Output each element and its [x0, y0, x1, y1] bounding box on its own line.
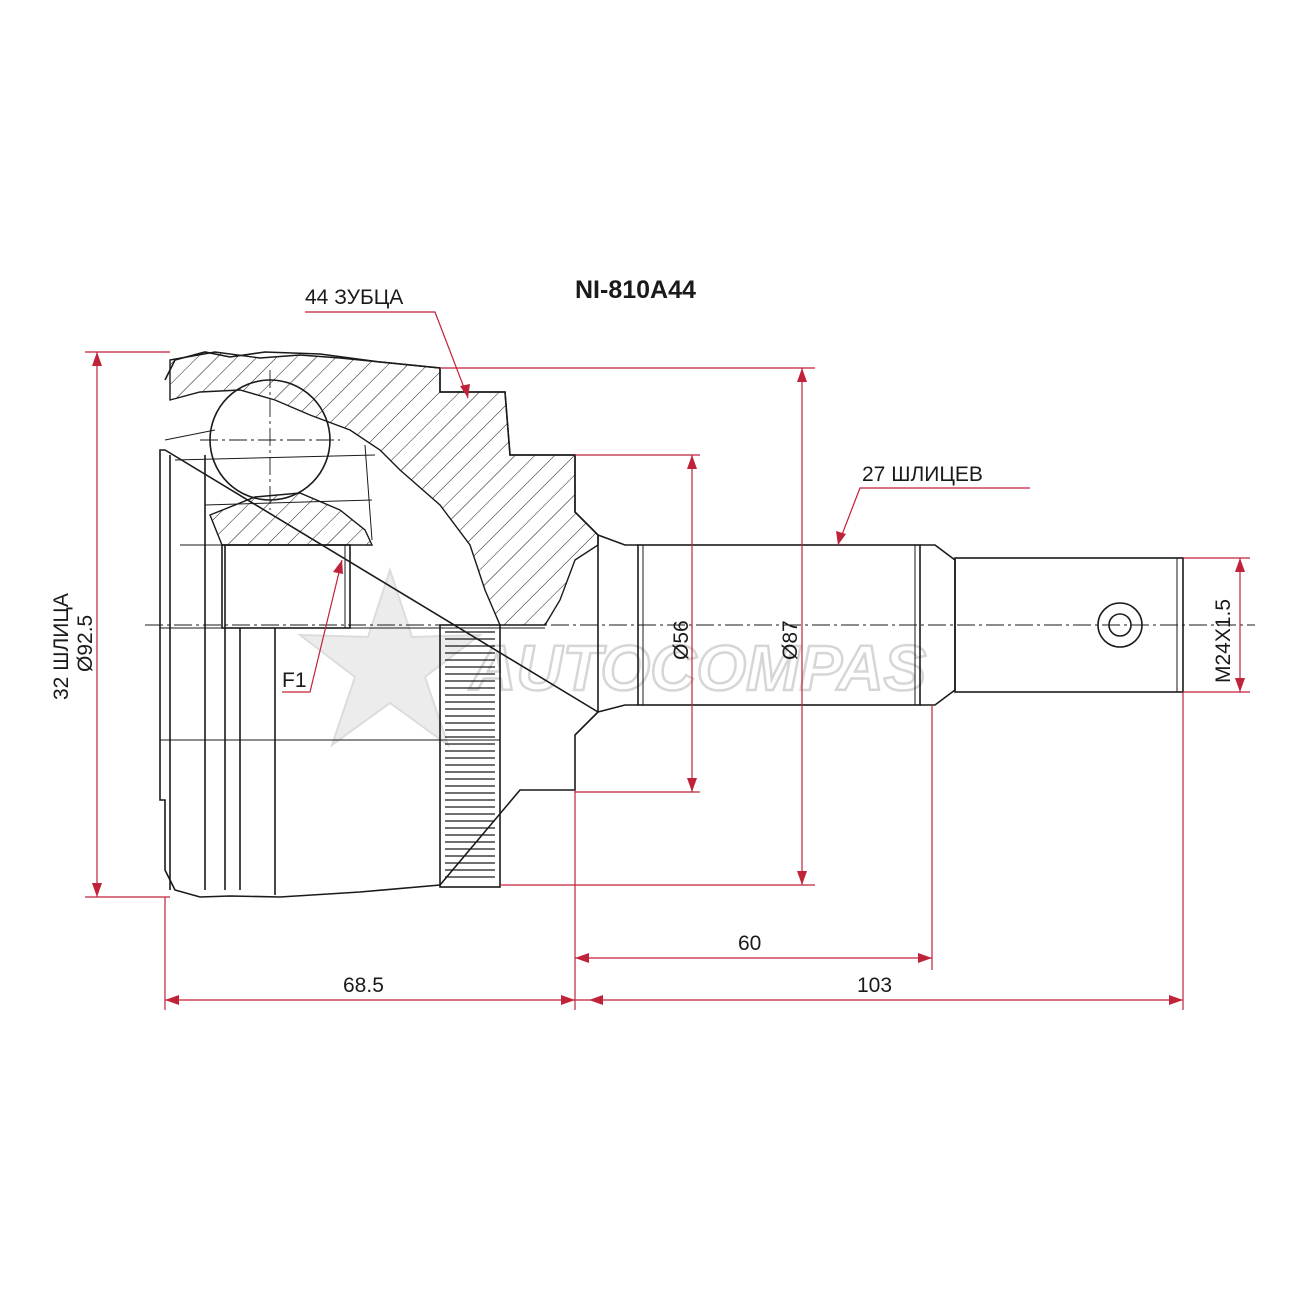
housing-outline	[159, 351, 600, 898]
label-dim-68-5: 68.5	[343, 974, 384, 997]
label-teeth: 44 ЗУБЦА	[305, 286, 403, 309]
thread-section	[954, 557, 1184, 693]
part-number-title: NI-810A44	[575, 276, 696, 304]
dimensions	[85, 311, 1250, 1010]
inner-race-bore	[221, 544, 351, 629]
label-dim-60: 60	[738, 932, 761, 955]
ball-bearing	[200, 370, 340, 510]
outer-housing	[159, 351, 600, 898]
cage-top-line	[164, 429, 216, 441]
label-d56: Ø56	[670, 620, 693, 660]
watermark: AUTOCOMPAS	[296, 566, 928, 748]
label-dim-103: 103	[857, 974, 892, 997]
leader-teeth	[305, 311, 469, 399]
cage-low-line	[204, 499, 373, 506]
watermark-text: AUTOCOMPAS	[468, 632, 927, 704]
label-thread: M24X1.5	[1212, 599, 1235, 683]
shaft-spline-section	[637, 544, 921, 706]
shaft-neck	[597, 534, 638, 713]
label-inner-splines: 32 ШЛИЦА	[50, 593, 73, 700]
leader-splines	[837, 487, 1030, 546]
abs-ring-teeth	[445, 631, 495, 878]
label-outer-diameter: Ø92.5	[74, 615, 97, 672]
watermark-star-icon	[296, 566, 484, 748]
cotter-pin-hole-icon	[1097, 602, 1143, 648]
abs-ring-body	[439, 624, 501, 888]
leader-f1	[282, 559, 343, 693]
label-d87: Ø87	[779, 620, 802, 660]
abs-ring	[439, 624, 501, 888]
label-f1: F1	[282, 669, 307, 692]
cage-right-line	[364, 444, 373, 541]
cage-mid-line	[174, 454, 376, 461]
label-outer-splines: 27 ШЛИЦЕВ	[862, 463, 983, 486]
